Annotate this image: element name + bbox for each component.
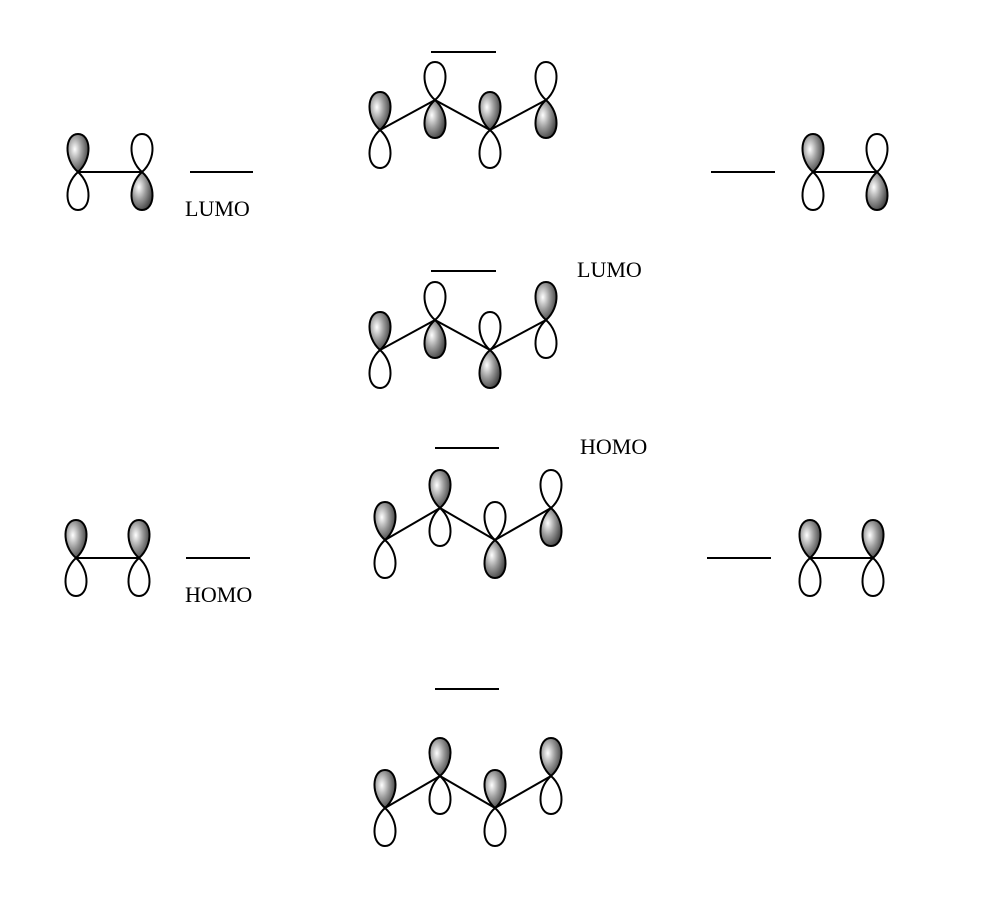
shaded-lobe xyxy=(66,132,90,174)
ethylene-lumo-label: LUMO xyxy=(185,196,250,221)
butadiene-psi2-bond xyxy=(494,507,552,541)
open-lobe xyxy=(865,132,889,174)
butadiene-psi2-bond xyxy=(439,507,496,541)
shaded-lobe xyxy=(64,518,88,560)
butadiene-psi3-bond xyxy=(379,319,436,351)
open-lobe xyxy=(483,806,507,848)
open-lobe xyxy=(368,128,392,170)
shaded-lobe xyxy=(483,768,507,810)
open-lobe xyxy=(534,318,558,360)
shaded-lobe xyxy=(865,170,889,212)
open-lobe xyxy=(64,556,88,598)
shaded-lobe xyxy=(423,98,447,140)
open-lobe xyxy=(423,280,447,322)
shaded-lobe xyxy=(534,280,558,322)
shaded-lobe xyxy=(798,518,822,560)
shaded-lobe xyxy=(368,310,392,352)
open-lobe xyxy=(373,538,397,580)
butadiene-psi2-bond xyxy=(384,507,441,541)
open-lobe xyxy=(127,556,151,598)
butadiene-homo-label: HOMO xyxy=(580,434,648,459)
open-lobe xyxy=(534,60,558,102)
open-lobe xyxy=(539,774,563,816)
shaded-lobe xyxy=(478,348,502,390)
open-lobe xyxy=(798,556,822,598)
ethylene-homo-label: HOMO xyxy=(185,582,253,607)
shaded-lobe xyxy=(861,518,885,560)
shaded-lobe xyxy=(373,500,397,542)
open-lobe xyxy=(861,556,885,598)
butadiene-psi1-bond xyxy=(384,775,441,809)
open-lobe xyxy=(368,348,392,390)
shaded-lobe xyxy=(373,768,397,810)
shaded-lobe xyxy=(534,98,558,140)
open-lobe xyxy=(66,170,90,212)
open-lobe xyxy=(539,468,563,510)
butadiene-psi4-bond xyxy=(379,99,436,131)
butadiene-psi3-bond xyxy=(489,319,547,351)
butadiene-psi4-bond xyxy=(489,99,547,131)
shaded-lobe xyxy=(483,538,507,580)
shaded-lobe xyxy=(130,170,154,212)
butadiene-psi1-bond xyxy=(494,775,552,809)
open-lobe xyxy=(373,806,397,848)
open-lobe xyxy=(483,500,507,542)
open-lobe xyxy=(801,170,825,212)
shaded-lobe xyxy=(368,90,392,132)
butadiene-lumo-label: LUMO xyxy=(577,257,642,282)
shaded-lobe xyxy=(539,736,563,778)
open-lobe xyxy=(423,60,447,102)
open-lobe xyxy=(478,128,502,170)
open-lobe xyxy=(428,506,452,548)
shaded-lobe xyxy=(423,318,447,360)
shaded-lobe xyxy=(428,736,452,778)
open-lobe xyxy=(428,774,452,816)
shaded-lobe xyxy=(478,90,502,132)
open-lobe xyxy=(130,132,154,174)
open-lobe xyxy=(478,310,502,352)
shaded-lobe xyxy=(428,468,452,510)
shaded-lobe xyxy=(801,132,825,174)
butadiene-psi3-bond xyxy=(434,319,491,351)
butadiene-psi4-bond xyxy=(434,99,491,131)
shaded-lobe xyxy=(539,506,563,548)
shaded-lobe xyxy=(127,518,151,560)
butadiene-psi1-bond xyxy=(439,775,496,809)
